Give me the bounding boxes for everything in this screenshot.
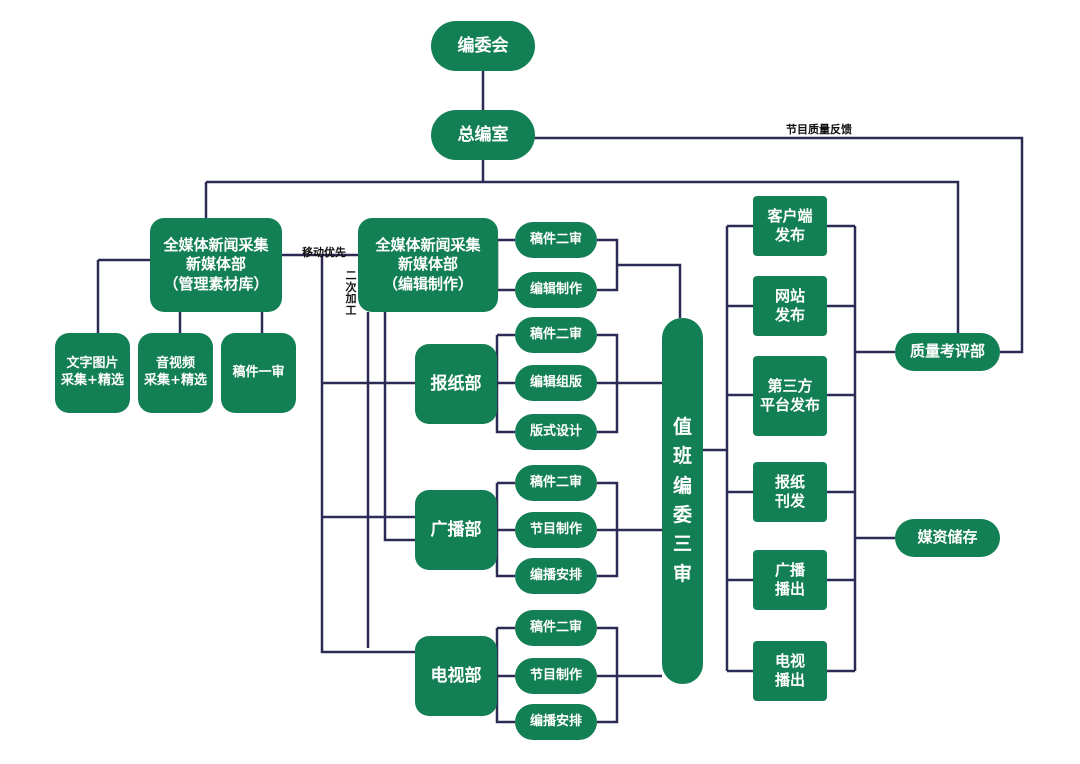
broadcast-schedule-node: 编播安排: [515, 558, 597, 594]
newspaper-second-review-label: 稿件二审: [529, 326, 582, 342]
duty-char-6: 审: [672, 562, 692, 585]
broadcast-production-node: 节目制作: [515, 512, 597, 548]
output-thirdparty-line1: 第三方: [767, 376, 813, 395]
draft-first-review-node: 稿件一审: [221, 333, 296, 413]
editorial-committee-node: 编委会: [431, 21, 535, 71]
newmedia-editing-node: 编辑制作: [515, 272, 597, 308]
broadcast-schedule-label: 编播安排: [529, 567, 582, 583]
text-image-line1: 文字图片: [66, 356, 119, 372]
audio-video-collection-node: 音视频 采集+精选: [138, 333, 213, 413]
tv-schedule-node: 编播安排: [515, 704, 597, 740]
chief-office-label: 总编室: [457, 124, 509, 145]
editorial-committee-label: 编委会: [457, 35, 509, 56]
output-broadcast-line2: 播出: [774, 580, 805, 598]
quality-dept-node: 质量考评部: [895, 333, 1000, 371]
tv-second-review-label: 稿件二审: [529, 619, 582, 635]
duty-third-review-node: 值 班 编 委 三 审: [662, 318, 703, 684]
output-tv-line2: 播出: [774, 671, 805, 689]
newspaper-design-label: 版式设计: [529, 423, 582, 439]
broadcast-production-label: 节目制作: [529, 521, 582, 537]
output-tv-node: 电视 播出: [753, 641, 827, 701]
output-website-line1: 网站: [774, 286, 805, 305]
output-website-node: 网站 发布: [753, 276, 827, 336]
duty-char-1: 值: [672, 415, 692, 438]
output-newspaper-node: 报纸 刊发: [753, 462, 827, 522]
newspaper-second-review-node: 稿件二审: [515, 317, 597, 353]
output-broadcast-line1: 广播: [774, 560, 805, 579]
output-client-line1: 客户端: [767, 206, 813, 225]
output-newspaper-line2: 刊发: [774, 492, 805, 510]
allmedia-editing-line1: 全媒体新闻采集: [375, 235, 481, 254]
text-image-collection-node: 文字图片 采集+精选: [55, 333, 130, 413]
newspaper-dept-label: 报纸部: [430, 373, 482, 394]
broadcast-dept-node: 广播部: [415, 490, 497, 570]
audio-video-line2: 采集+精选: [144, 373, 207, 388]
output-broadcast-node: 广播 播出: [753, 550, 827, 610]
duty-char-3: 编: [672, 474, 692, 497]
audio-video-line1: 音视频: [155, 356, 195, 372]
output-client-node: 客户端 发布: [753, 196, 827, 256]
newspaper-layout-label: 编辑组版: [529, 374, 582, 390]
text-image-line2: 采集+精选: [61, 373, 124, 388]
tv-production-node: 节目制作: [515, 658, 597, 694]
output-website-line2: 发布: [774, 306, 805, 324]
newspaper-dept-node: 报纸部: [415, 344, 497, 424]
allmedia-material-line3: （管理素材库）: [163, 274, 269, 293]
output-client-line2: 发布: [774, 226, 805, 244]
newmedia-editing-label: 编辑制作: [529, 281, 582, 297]
output-tv-line1: 电视: [774, 651, 805, 670]
tv-dept-node: 电视部: [415, 636, 497, 716]
quality-feedback-label: 节目质量反馈: [786, 123, 852, 136]
tv-second-review-node: 稿件二审: [515, 610, 597, 646]
allmedia-editing-line3: （编辑制作）: [382, 274, 473, 293]
output-thirdparty-line2: 平台发布: [759, 396, 820, 414]
broadcast-second-review-node: 稿件二审: [515, 465, 597, 501]
mobile-first-label: 移动优先: [302, 246, 346, 259]
tv-dept-label: 电视部: [430, 665, 482, 686]
allmedia-editing-node: 全媒体新闻采集 新媒体部 （编辑制作）: [358, 218, 498, 312]
output-thirdparty-node: 第三方 平台发布: [753, 356, 827, 436]
newspaper-design-node: 版式设计: [515, 414, 597, 450]
tv-production-label: 节目制作: [529, 667, 582, 683]
broadcast-second-review-label: 稿件二审: [529, 474, 582, 490]
newmedia-second-review-node: 稿件二审: [515, 222, 597, 258]
broadcast-dept-label: 广播部: [430, 519, 482, 540]
quality-dept-label: 质量考评部: [909, 342, 985, 361]
duty-char-4: 委: [672, 504, 692, 526]
allmedia-material-line2: 新媒体部: [185, 255, 246, 274]
allmedia-material-node: 全媒体新闻采集 新媒体部 （管理素材库）: [150, 218, 282, 312]
newspaper-layout-node: 编辑组版: [515, 365, 597, 401]
draft-first-review-label: 稿件一审: [232, 364, 285, 380]
duty-char-2: 班: [672, 445, 692, 468]
secondary-processing-label: 二次加工: [345, 269, 357, 317]
tv-schedule-label: 编播安排: [529, 713, 582, 729]
duty-char-5: 三: [672, 533, 692, 556]
media-storage-node: 媒资储存: [895, 519, 1000, 557]
output-newspaper-line1: 报纸: [774, 472, 805, 491]
allmedia-material-line1: 全媒体新闻采集: [163, 235, 269, 254]
newmedia-second-review-label: 稿件二审: [529, 231, 582, 247]
allmedia-editing-line2: 新媒体部: [397, 255, 458, 274]
media-storage-label: 媒资储存: [917, 528, 978, 547]
chief-office-node: 总编室: [431, 110, 535, 160]
